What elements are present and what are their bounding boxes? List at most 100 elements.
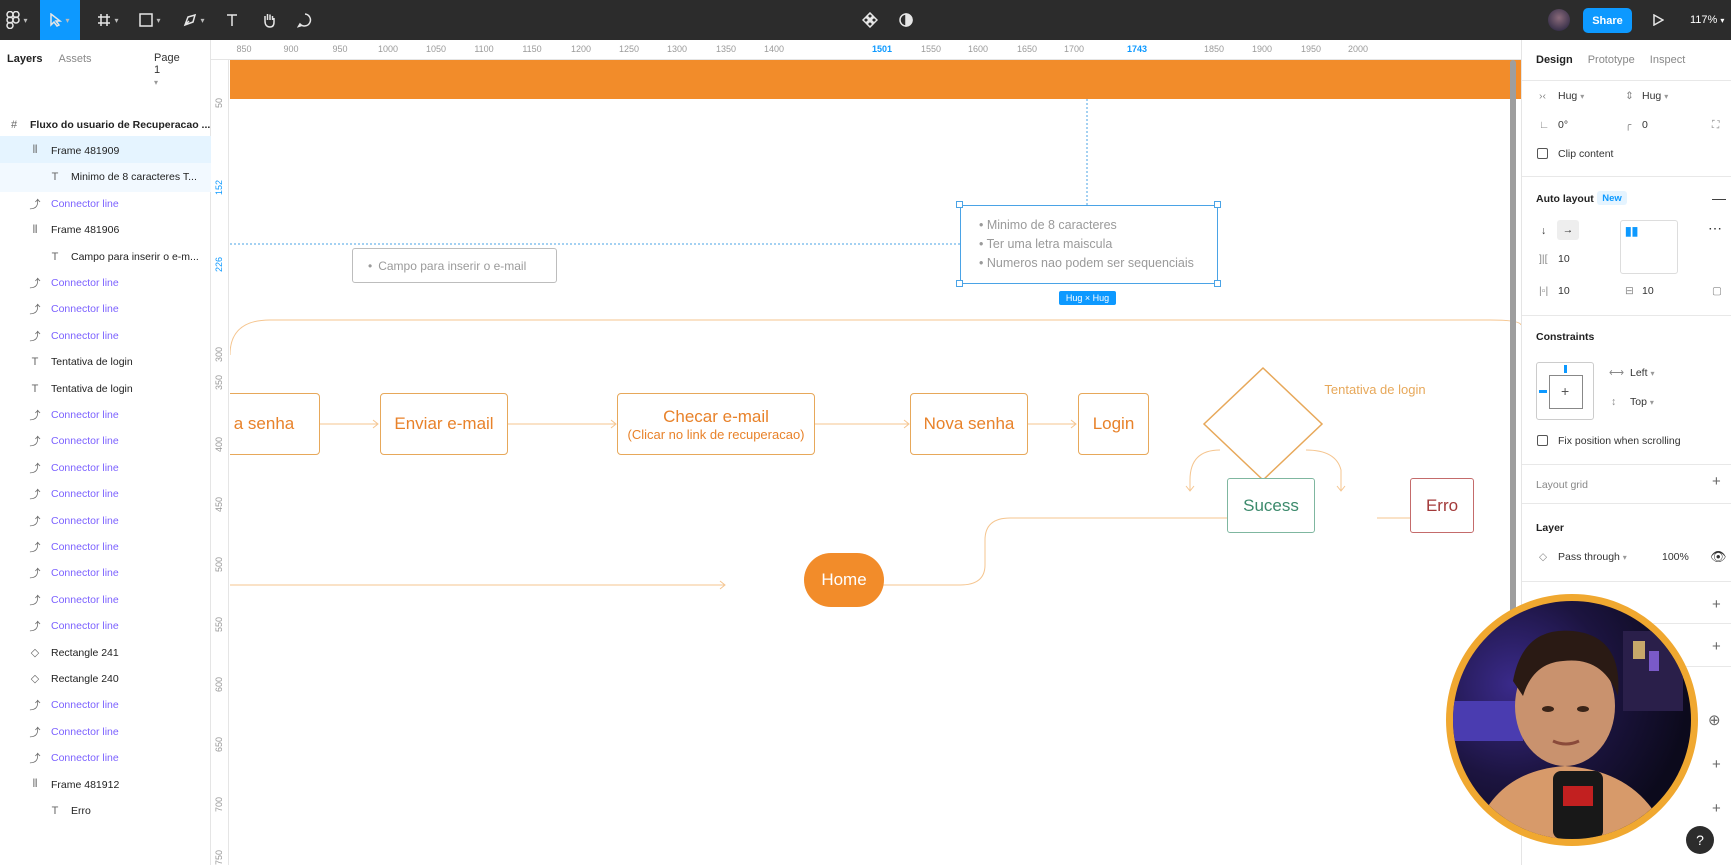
zoom-menu[interactable]: 117% ▾ <box>1690 0 1724 40</box>
flow-node-senha[interactable]: a senha <box>230 393 320 455</box>
direction-horizontal-icon[interactable]: → <box>1557 220 1579 240</box>
connector-line-diamond-sucess[interactable] <box>1189 449 1221 490</box>
resize-handle-br[interactable] <box>1214 280 1221 287</box>
layer-row[interactable]: ◇Rectangle 240 <box>0 664 211 693</box>
user-avatar[interactable] <box>1548 9 1570 31</box>
connector-line-diamond-erro[interactable] <box>1305 449 1342 490</box>
design-canvas[interactable]: • Campo para inserir o e-mail • Minimo d… <box>230 60 1521 865</box>
requirements-frame-selected[interactable]: • Minimo de 8 caracteres • Ter uma letra… <box>960 205 1218 284</box>
add-layout-grid-icon[interactable]: + <box>1712 473 1721 490</box>
clip-content-checkbox[interactable] <box>1537 148 1548 159</box>
help-button[interactable]: ? <box>1686 826 1714 854</box>
connector-line-top[interactable] <box>230 319 1521 356</box>
spacing-input[interactable]: 10 <box>1558 253 1570 265</box>
flow-node-home[interactable]: Home <box>804 553 884 607</box>
layer-row[interactable]: ◇Rectangle 241 <box>0 638 211 667</box>
constraint-widget[interactable]: + <box>1536 362 1594 420</box>
tab-design[interactable]: Design <box>1536 54 1573 66</box>
theme-toggle-button[interactable] <box>896 0 916 40</box>
tab-assets[interactable]: Assets <box>58 53 92 65</box>
layer-row[interactable]: ⤴Connector line <box>0 268 211 297</box>
main-menu-button[interactable]: ▾ <box>4 0 30 40</box>
target-icon[interactable]: ⊕ <box>1708 712 1721 729</box>
add-fill-icon[interactable]: + <box>1712 596 1721 613</box>
horizontal-constraint-select[interactable]: Left ▾ <box>1630 367 1654 379</box>
share-button[interactable]: Share <box>1583 8 1632 33</box>
layer-row[interactable]: ⦀Frame 481906 <box>0 216 211 245</box>
padding-vertical-input[interactable]: 10 <box>1642 285 1654 297</box>
layer-row[interactable]: ⤴Connector line <box>0 400 211 429</box>
layer-row[interactable]: ⤴Connector line <box>0 744 211 773</box>
components-button[interactable] <box>860 0 880 40</box>
page-selector[interactable]: Page 1 ▾ <box>154 52 194 88</box>
layer-row[interactable]: ⤴Connector line <box>0 585 211 614</box>
vertical-constraint-select[interactable]: Top ▾ <box>1630 396 1654 408</box>
layer-row[interactable]: ⤴Connector line <box>0 559 211 588</box>
remove-auto-layout-icon[interactable]: — <box>1712 190 1726 206</box>
hand-tool-button[interactable] <box>258 0 280 40</box>
layer-row[interactable]: ⤴Connector line <box>0 612 211 641</box>
eye-icon[interactable]: 👁 <box>1710 549 1727 564</box>
decision-diamond[interactable] <box>1202 366 1324 482</box>
add-export-icon[interactable]: + <box>1712 800 1721 817</box>
individual-padding-icon[interactable]: ▢ <box>1712 285 1722 297</box>
layer-row[interactable]: ⤴Connector line <box>0 295 211 324</box>
direction-vertical-icon[interactable]: ↓ <box>1541 225 1547 237</box>
layer-row[interactable]: ⤴Connector line <box>0 691 211 720</box>
tab-layers[interactable]: Layers <box>7 53 43 65</box>
layer-row[interactable]: ⤴Connector line <box>0 480 211 509</box>
pen-tool-button[interactable]: ▾ <box>179 0 209 40</box>
comment-tool-button[interactable] <box>294 0 316 40</box>
tab-prototype[interactable]: Prototype <box>1587 54 1635 66</box>
canvas-scrollbar[interactable] <box>1510 60 1516 620</box>
resize-handle-bl[interactable] <box>956 280 963 287</box>
padding-horizontal-input[interactable]: 10 <box>1558 285 1570 297</box>
layer-row[interactable]: #Fluxo do usuario de Recuperacao ... <box>0 110 211 139</box>
left-constraint-marker[interactable] <box>1539 390 1547 393</box>
flow-node-login[interactable]: Login <box>1078 393 1149 455</box>
add-effect-icon[interactable]: + <box>1712 756 1721 773</box>
rotation-input[interactable]: 0° <box>1558 119 1569 131</box>
layer-row[interactable]: ⤴Connector line <box>0 453 211 482</box>
flow-node-enviar-email[interactable]: Enviar e-mail <box>380 393 508 455</box>
layer-row[interactable]: ⤴Connector line <box>0 532 211 561</box>
email-input-frame[interactable]: • Campo para inserir o e-mail <box>352 248 557 283</box>
resize-handle-tr[interactable] <box>1214 201 1221 208</box>
corner-radius-input[interactable]: 0 <box>1642 119 1648 131</box>
frame-tool-button[interactable]: ▾ <box>93 0 123 40</box>
flow-node-erro[interactable]: Erro <box>1410 478 1474 533</box>
layer-row[interactable]: ⤴Connector line <box>0 427 211 456</box>
move-tool-button[interactable]: ▾ <box>40 0 80 40</box>
layer-row[interactable]: ⤴Connector line <box>0 189 211 218</box>
resize-handle-tl[interactable] <box>956 201 963 208</box>
more-options-icon[interactable]: ⋯ <box>1708 220 1722 236</box>
height-mode-select[interactable]: Hug ▾ <box>1642 90 1668 102</box>
text-tool-button[interactable] <box>222 0 242 40</box>
alignment-grid[interactable]: ▮▮ <box>1620 220 1678 274</box>
flow-node-sucess[interactable]: Sucess <box>1227 478 1315 533</box>
layer-row[interactable]: ⦀Frame 481912 <box>0 770 211 799</box>
layer-row[interactable]: ⤴Connector line <box>0 506 211 535</box>
flow-node-checar-email[interactable]: Checar e-mail (Clicar no link de recuper… <box>617 393 815 455</box>
layer-row[interactable]: ⤴Connector line <box>0 717 211 746</box>
add-stroke-icon[interactable]: + <box>1712 638 1721 655</box>
tab-inspect[interactable]: Inspect <box>1649 54 1686 66</box>
shape-tool-button[interactable]: ▾ <box>135 0 165 40</box>
connector-line-sucess-home[interactable] <box>807 517 1227 586</box>
layer-row[interactable]: ⦀Frame 481909 <box>0 136 211 166</box>
top-constraint-marker[interactable] <box>1564 365 1567 373</box>
independent-corners-icon[interactable]: ⛶ <box>1712 119 1720 131</box>
fix-position-checkbox[interactable] <box>1537 435 1548 446</box>
width-mode-select[interactable]: Hug ▾ <box>1558 90 1584 102</box>
present-button[interactable] <box>1648 0 1668 40</box>
opacity-input[interactable]: 100% <box>1662 551 1689 563</box>
blend-mode-select[interactable]: Pass through ▾ <box>1558 551 1627 563</box>
layer-row[interactable]: ⤴Connector line <box>0 321 211 350</box>
orange-header-bar[interactable] <box>230 60 1521 99</box>
flow-node-nova-senha[interactable]: Nova senha <box>910 393 1028 455</box>
